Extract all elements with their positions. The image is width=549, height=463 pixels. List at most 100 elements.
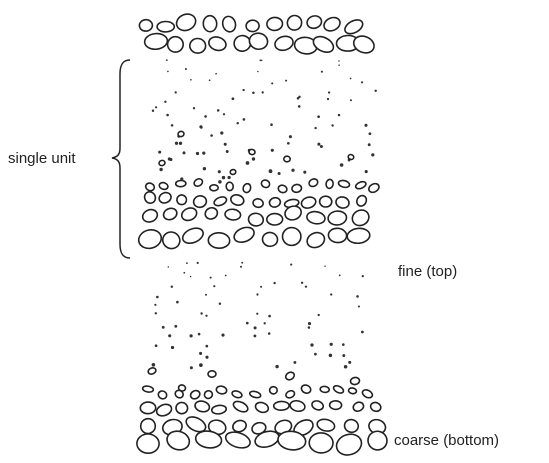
sediment-grain — [338, 64, 340, 66]
sediment-grain — [330, 293, 333, 296]
fine-top-label: fine (top) — [398, 263, 457, 280]
bottom-coarse-base — [136, 384, 388, 456]
single-unit-label: single unit — [8, 150, 76, 167]
sediment-grain — [197, 332, 201, 336]
sediment-grain — [239, 265, 243, 268]
pebble — [194, 430, 223, 449]
sediment-grain — [217, 170, 221, 174]
pebble — [300, 196, 317, 209]
pebble — [224, 431, 251, 449]
pebble — [268, 196, 282, 208]
pebble — [306, 15, 323, 30]
sediment-grain — [225, 150, 229, 153]
pebble — [274, 35, 294, 52]
sediment-grain — [253, 334, 257, 338]
sediment-grain — [245, 321, 249, 325]
pebble — [207, 369, 217, 379]
sediment-grain — [164, 100, 167, 103]
sediment-grain — [275, 364, 279, 369]
sediment-grain — [221, 333, 225, 337]
sediment-grain — [224, 274, 227, 277]
pebble — [367, 430, 388, 451]
sediment-grain — [200, 312, 203, 315]
pebble — [352, 401, 365, 412]
sediment-grain — [356, 295, 359, 298]
sediment-grain — [159, 167, 163, 172]
sediment-grain — [307, 326, 311, 329]
pebble — [349, 376, 361, 386]
pebble — [284, 205, 302, 221]
sediment-grain — [174, 324, 178, 328]
sediment-grain — [184, 67, 187, 71]
pebble — [343, 418, 360, 434]
sediment-grain — [361, 274, 364, 278]
pebble — [175, 13, 197, 32]
pebble — [344, 19, 364, 35]
pebble — [312, 35, 335, 53]
sediment-grain — [314, 352, 317, 356]
sediment-grain — [277, 171, 281, 176]
pebble — [325, 178, 334, 190]
sediment-grain — [267, 332, 271, 335]
sediment-grain — [260, 285, 263, 288]
pebble — [207, 231, 231, 250]
pebble — [266, 212, 284, 226]
pebble — [361, 389, 374, 399]
pebble — [327, 210, 348, 226]
pebble — [247, 212, 265, 227]
pebble — [193, 178, 204, 187]
sediment-grain — [288, 135, 292, 139]
sediment-grain — [256, 312, 259, 315]
pebble — [215, 385, 228, 395]
pebble — [248, 32, 269, 51]
sediment-grain — [190, 78, 192, 81]
pebble — [177, 130, 185, 138]
sediment-grain — [304, 285, 308, 288]
sediment-grain — [231, 97, 235, 101]
pebble — [231, 390, 243, 399]
lower-fine-sediment — [147, 261, 364, 392]
pebble — [328, 399, 343, 411]
sediment-grain — [357, 305, 361, 308]
sediment-grain — [205, 293, 207, 296]
sediment-grain — [338, 274, 341, 277]
pebble — [208, 36, 227, 52]
sediment-grain — [260, 59, 263, 62]
sediment-grain — [215, 72, 217, 75]
sediment-grain — [324, 265, 326, 267]
pebble — [268, 385, 278, 395]
pebble — [289, 399, 306, 413]
pebble — [285, 389, 296, 399]
pebble — [136, 433, 160, 455]
pebble — [242, 182, 252, 194]
sediment-grain — [210, 134, 213, 137]
sediment-grain — [268, 314, 271, 318]
sediment-grain — [154, 106, 158, 109]
sediment-grain — [199, 351, 203, 355]
pebble — [185, 416, 207, 433]
sediment-grain — [204, 115, 207, 118]
sediment-grain — [360, 81, 364, 84]
pebble — [306, 231, 326, 249]
sediment-grain — [261, 91, 264, 94]
pebble — [277, 430, 307, 451]
pebble — [335, 196, 350, 209]
sediment-grain — [329, 342, 333, 346]
pebble — [180, 207, 198, 222]
sediment-grain — [349, 77, 352, 80]
pebble — [141, 385, 155, 393]
pebble — [248, 148, 256, 156]
pebble — [332, 384, 345, 394]
sediment-grain — [253, 326, 257, 330]
pebble — [209, 183, 219, 192]
sediment-grain — [205, 355, 209, 359]
sediment-grain — [331, 124, 334, 127]
sediment-grain — [156, 295, 159, 299]
sediment-grain — [293, 360, 297, 364]
sediment-grain — [151, 362, 156, 367]
pebble — [368, 182, 380, 194]
sediment-grain — [205, 344, 209, 348]
pebble — [174, 179, 187, 188]
sediment-grain — [202, 167, 207, 171]
sediment-grain — [208, 79, 211, 82]
